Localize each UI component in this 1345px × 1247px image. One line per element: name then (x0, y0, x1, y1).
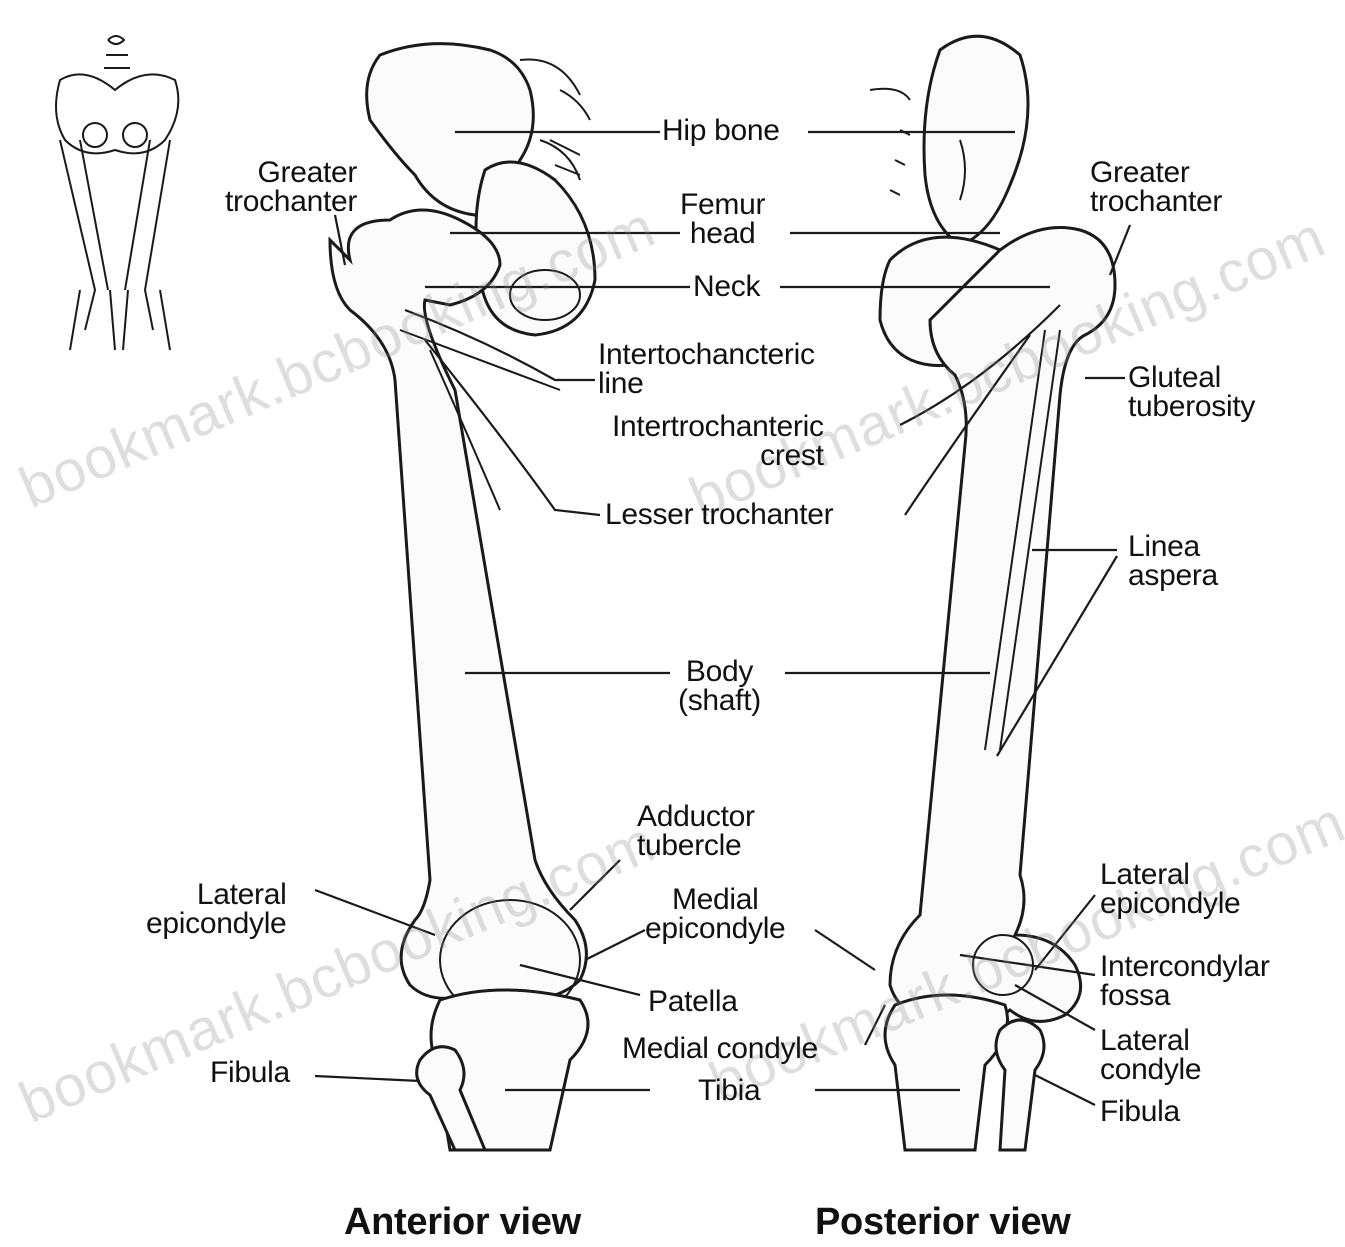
label-intertrochanteric-crest-line2: crest (612, 441, 824, 470)
label-hip-bone: Hip bone (662, 116, 780, 145)
caption-posterior-view: Posterior view (815, 1202, 1071, 1242)
anterior-tibia-fibula (417, 990, 588, 1150)
label-tibia: Tibia (698, 1076, 760, 1105)
label-adductor-tubercle-line1: Adductor (637, 802, 755, 831)
label-lateral-epicondyle-posterior: Lateral epicondyle (1100, 860, 1240, 918)
label-intercondylar-fossa-line2: fossa (1100, 981, 1270, 1010)
label-greater-trochanter-anterior-line1: Greater (225, 158, 357, 187)
label-intertochancteric-line: Intertochancteric line (598, 340, 815, 398)
label-lateral-condyle-line2: condyle (1100, 1055, 1201, 1084)
label-gluteal-tuberosity-line1: Gluteal (1128, 363, 1255, 392)
caption-anterior-view: Anterior view (344, 1202, 581, 1242)
label-fibula-posterior: Fibula (1100, 1097, 1180, 1126)
label-body-shaft: Body (shaft) (678, 657, 761, 715)
label-medial-condyle: Medial condyle (622, 1034, 818, 1063)
label-lateral-condyle-line1: Lateral (1100, 1026, 1201, 1055)
label-greater-trochanter-anterior-line2: trochanter (225, 187, 357, 216)
label-lateral-epicondyle-posterior-line2: epicondyle (1100, 889, 1240, 918)
label-lateral-epicondyle-anterior-line2: epicondyle (146, 909, 286, 938)
label-lateral-epicondyle-anterior-line1: Lateral (146, 880, 286, 909)
label-femur-head: Femur head (680, 190, 765, 248)
label-gluteal-tuberosity-line2: tuberosity (1128, 392, 1255, 421)
label-femur-head-line2: head (680, 219, 765, 248)
label-linea-aspera-line1: Linea (1128, 532, 1218, 561)
label-gluteal-tuberosity: Gluteal tuberosity (1128, 363, 1255, 421)
label-body-shaft-line2: (shaft) (678, 686, 761, 715)
label-greater-trochanter-posterior-line1: Greater (1090, 158, 1222, 187)
label-intertochancteric-line-line2: line (598, 369, 815, 398)
label-lateral-epicondyle-anterior: Lateral epicondyle (146, 880, 286, 938)
label-linea-aspera: Linea aspera (1128, 532, 1218, 590)
label-medial-epicondyle-line1: Medial (645, 885, 785, 914)
label-neck: Neck (693, 272, 760, 301)
label-adductor-tubercle: Adductor tubercle (637, 802, 755, 860)
label-lateral-epicondyle-posterior-line1: Lateral (1100, 860, 1240, 889)
label-body-shaft-line1: Body (678, 657, 761, 686)
label-intertrochanteric-crest: Intertrochanteric crest (612, 412, 824, 470)
label-greater-trochanter-posterior: Greater trochanter (1090, 158, 1222, 216)
label-greater-trochanter-anterior: Greater trochanter (225, 158, 357, 216)
label-patella: Patella (648, 987, 738, 1016)
label-lateral-condyle: Lateral condyle (1100, 1026, 1201, 1084)
label-intercondylar-fossa: Intercondylar fossa (1100, 952, 1270, 1010)
label-intercondylar-fossa-line1: Intercondylar (1100, 952, 1270, 981)
label-intertochancteric-line-line1: Intertochancteric (598, 340, 815, 369)
label-fibula-anterior: Fibula (210, 1058, 290, 1087)
label-linea-aspera-line2: aspera (1128, 561, 1218, 590)
label-greater-trochanter-posterior-line2: trochanter (1090, 187, 1222, 216)
label-medial-epicondyle-line2: epicondyle (645, 914, 785, 943)
label-femur-head-line1: Femur (680, 190, 765, 219)
label-lesser-trochanter: Lesser trochanter (605, 500, 833, 529)
label-medial-epicondyle: Medial epicondyle (645, 885, 785, 943)
thumbnail-skeleton (56, 36, 178, 350)
label-intertrochanteric-crest-line1: Intertrochanteric (612, 412, 824, 441)
label-adductor-tubercle-line2: tubercle (637, 831, 755, 860)
